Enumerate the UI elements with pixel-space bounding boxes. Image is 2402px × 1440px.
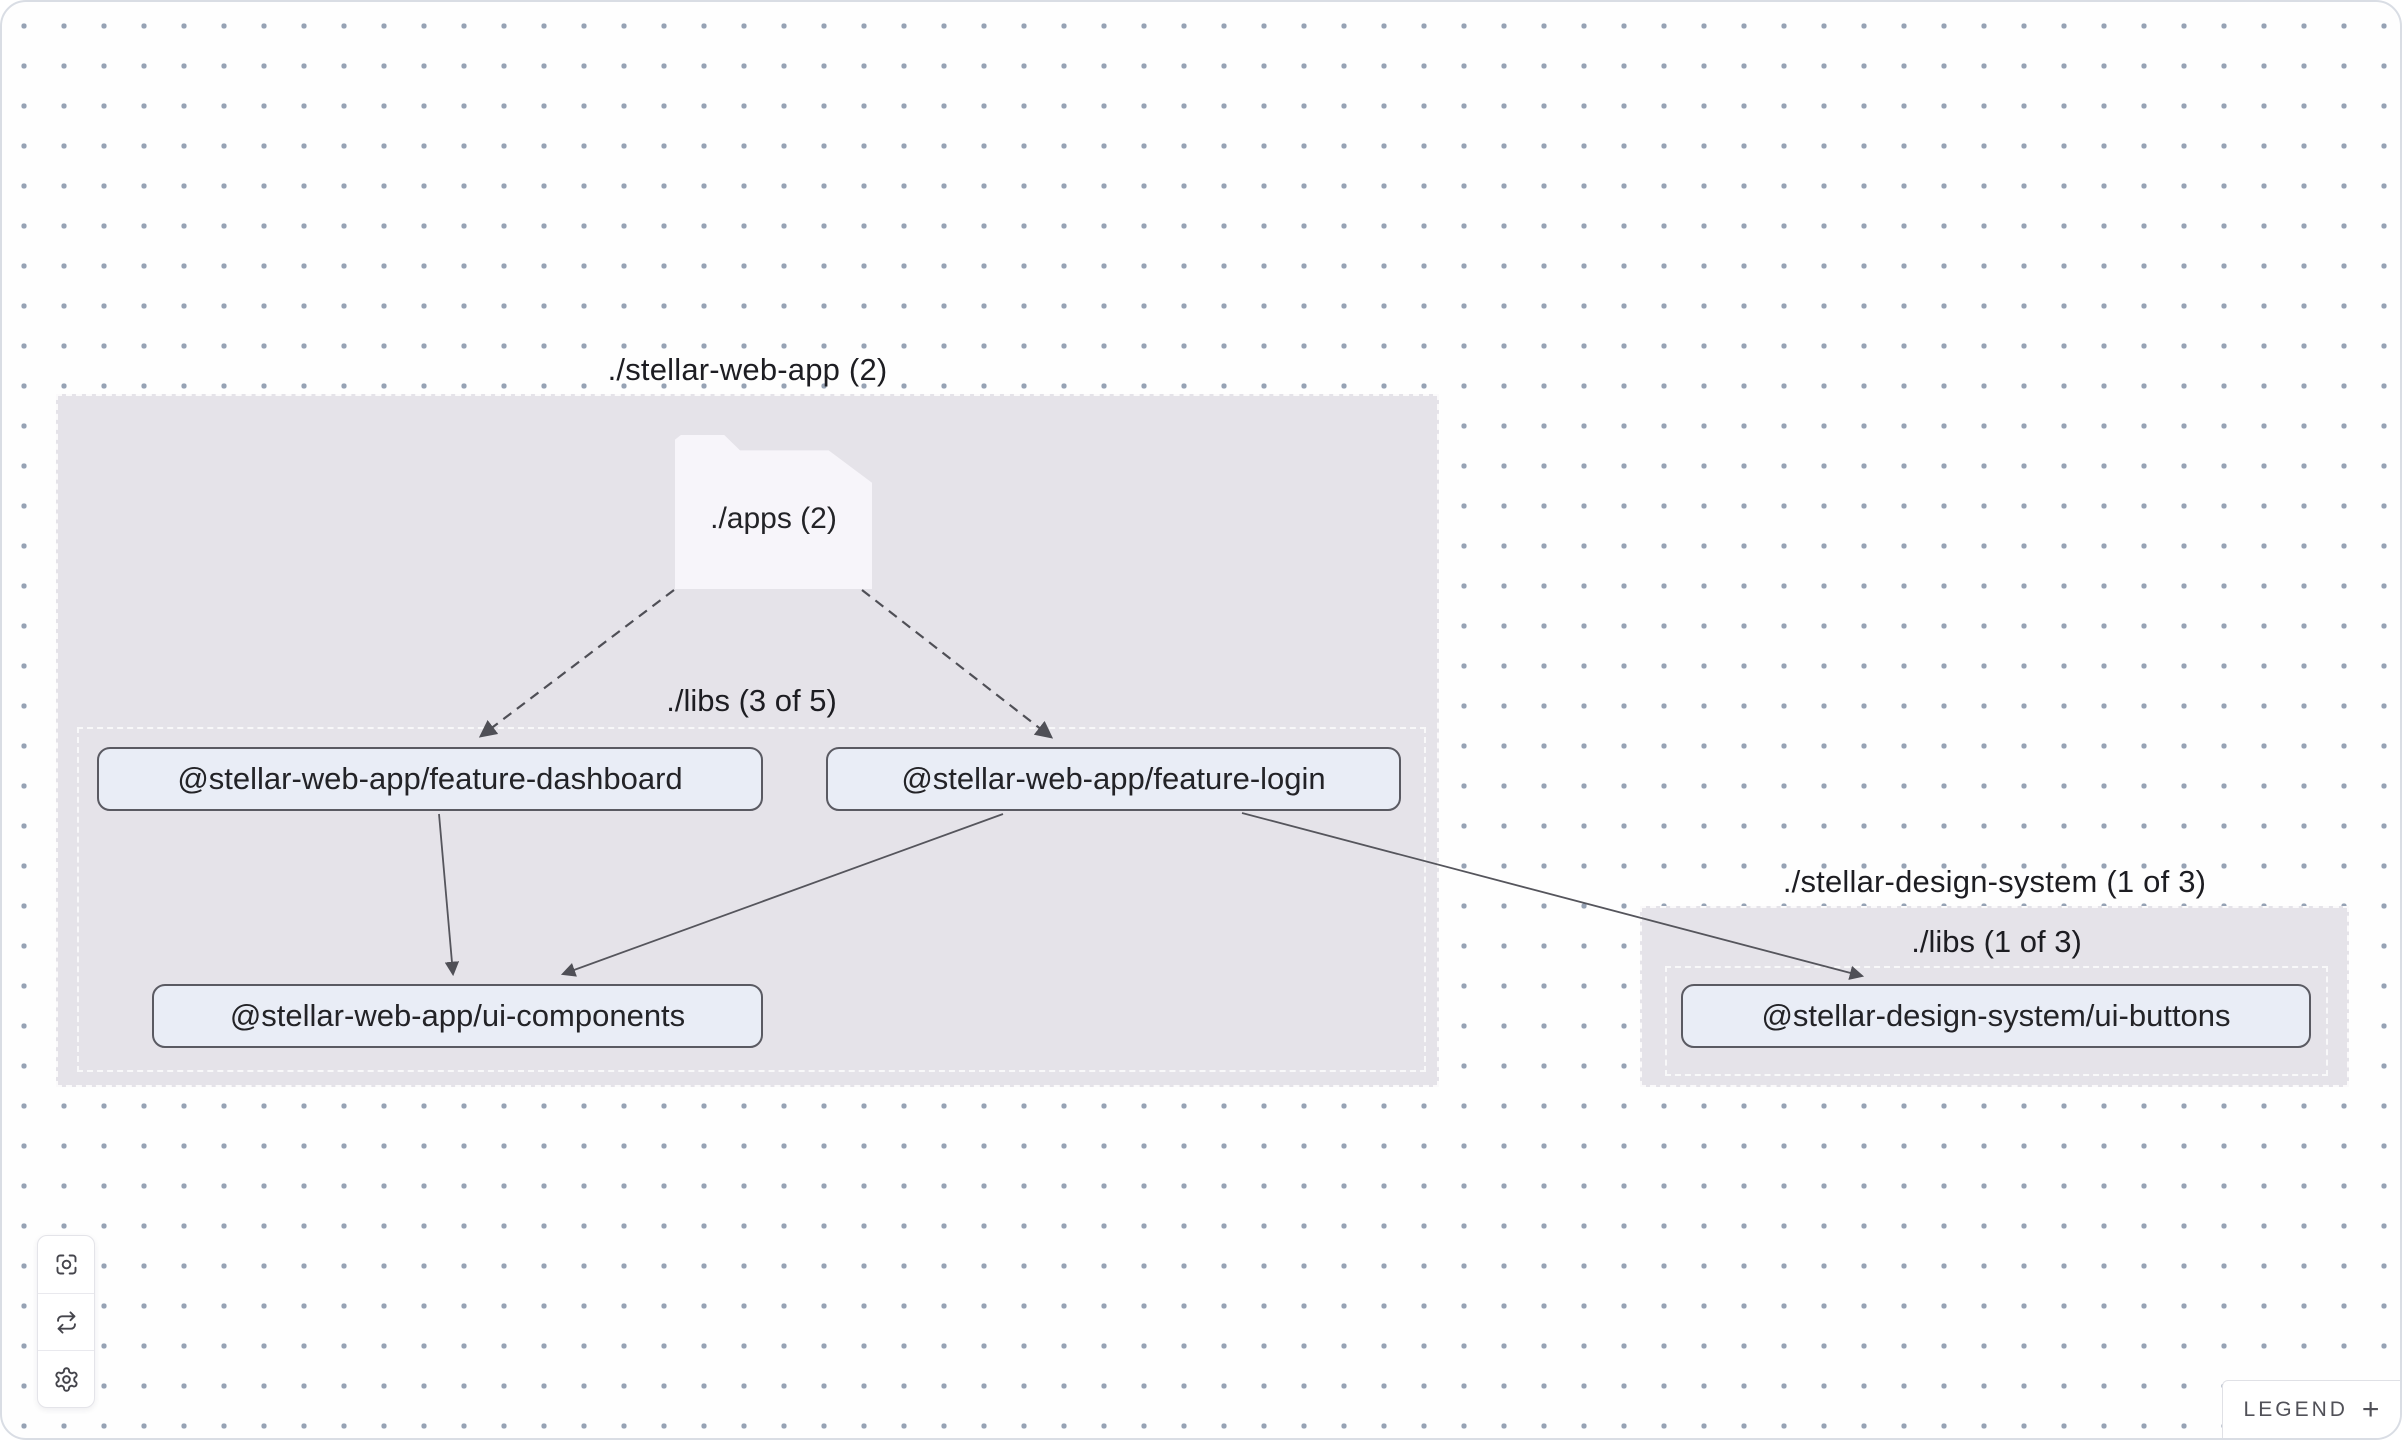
apps-folder-label: ./apps (2) bbox=[710, 502, 837, 535]
subgroup-design-system-libs: ./libs (1 of 3) bbox=[1665, 924, 2328, 1076]
focus-button[interactable] bbox=[38, 1236, 94, 1293]
settings-button[interactable] bbox=[38, 1350, 94, 1407]
refresh-button[interactable] bbox=[38, 1293, 94, 1350]
focus-icon bbox=[56, 1254, 76, 1275]
refresh-icon bbox=[56, 1310, 76, 1334]
apps-folder-node[interactable]: ./apps (2) bbox=[675, 435, 872, 589]
edge-feature-dashboard-to-ui-components[interactable] bbox=[438, 813, 460, 977]
group-stellar-web-app: ./stellar-web-app (2) ./apps (2) ./libs … bbox=[56, 352, 1439, 1087]
gear-icon bbox=[54, 1366, 78, 1392]
node-ui-buttons[interactable]: @stellar-design-system/ui-buttons bbox=[1681, 984, 2311, 1048]
edge-feature-login-to-ui-buttons[interactable] bbox=[1241, 812, 1865, 980]
node-ui-components-label: @stellar-web-app/ui-components bbox=[229, 998, 686, 1033]
node-feature-login-label: @stellar-web-app/feature-login bbox=[901, 761, 1326, 796]
edge-apps-to-feature-dashboard[interactable] bbox=[478, 589, 675, 738]
edge-feature-login-to-ui-components[interactable] bbox=[560, 813, 1004, 977]
node-feature-login[interactable]: @stellar-web-app/feature-login bbox=[826, 747, 1401, 811]
node-feature-dashboard[interactable]: @stellar-web-app/feature-dashboard bbox=[97, 747, 763, 811]
legend-button[interactable]: LEGEND + bbox=[2222, 1380, 2400, 1438]
group-title-stellar-design-system: ./stellar-design-system (1 of 3) bbox=[1782, 864, 2207, 899]
legend-expand-icon: + bbox=[2361, 1392, 2380, 1426]
subgroup-web-app-libs: ./libs (3 of 5) bbox=[77, 683, 1426, 1072]
group-title-stellar-web-app: ./stellar-web-app (2) bbox=[607, 352, 888, 387]
subgroup-title-design-system-libs: ./libs (1 of 3) bbox=[1911, 924, 2082, 959]
node-ui-buttons-label: @stellar-design-system/ui-buttons bbox=[1761, 998, 2231, 1033]
subgroup-title-web-app-libs: ./libs (3 of 5) bbox=[666, 683, 837, 718]
node-feature-dashboard-label: @stellar-web-app/feature-dashboard bbox=[177, 761, 683, 796]
edge-apps-to-feature-login[interactable] bbox=[861, 589, 1054, 739]
graph-toolbar bbox=[37, 1235, 95, 1408]
legend-label: LEGEND bbox=[2243, 1397, 2348, 1421]
node-ui-components[interactable]: @stellar-web-app/ui-components bbox=[152, 984, 763, 1048]
